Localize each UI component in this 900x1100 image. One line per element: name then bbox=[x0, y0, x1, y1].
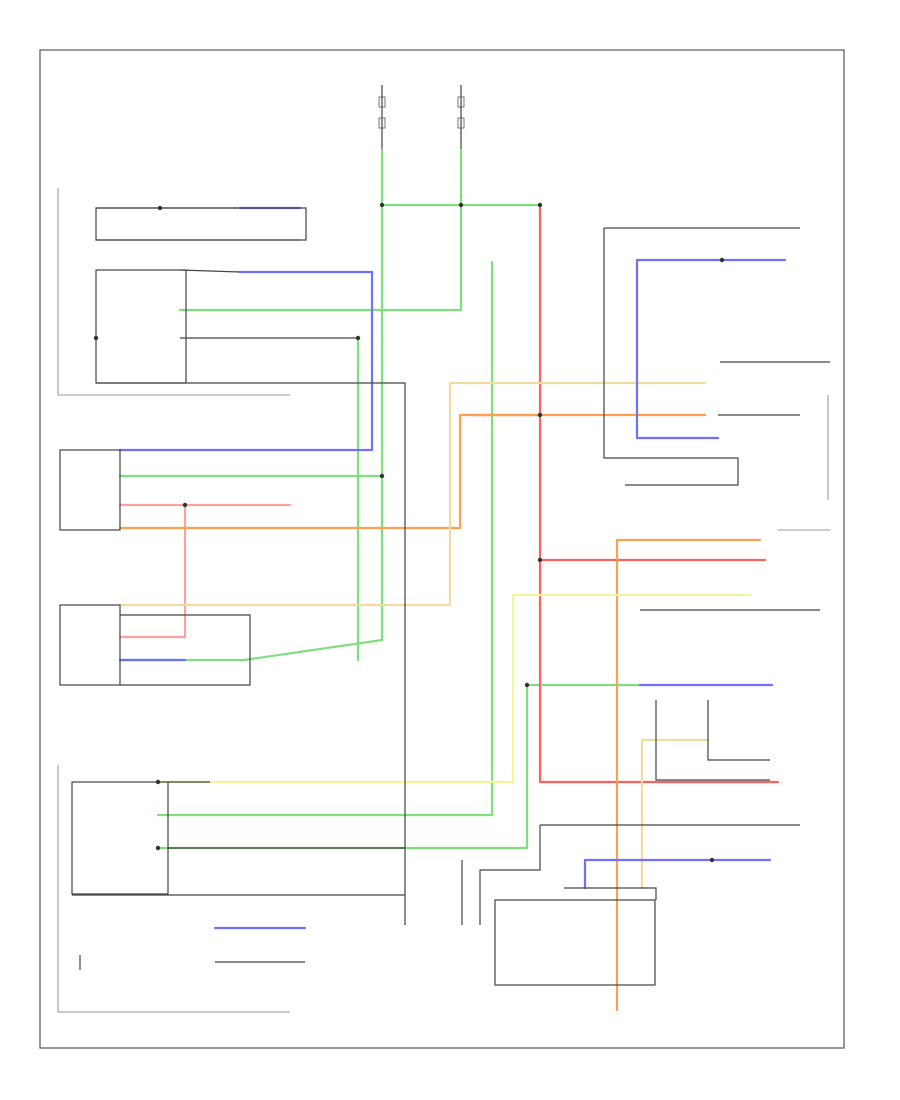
junction-dots bbox=[93, 202, 725, 863]
black-wiring bbox=[57, 188, 830, 1013]
yellow-wires bbox=[118, 381, 752, 890]
blue-wires bbox=[118, 206, 787, 930]
orange-wires bbox=[118, 413, 762, 1012]
green-wires bbox=[118, 148, 642, 850]
diagram-frame bbox=[39, 49, 845, 1049]
